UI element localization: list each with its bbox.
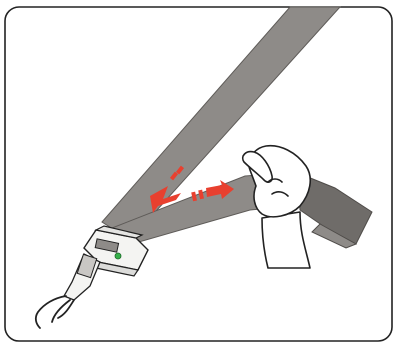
cord-loop xyxy=(34,295,75,329)
buckle-indicator xyxy=(114,252,122,260)
buckle-tongue xyxy=(63,253,101,301)
strap-free-end-face xyxy=(311,223,358,249)
hand xyxy=(241,144,312,269)
illustration-frame xyxy=(4,6,393,342)
arrow-down-left-icon xyxy=(150,165,185,213)
arrow-right-icon xyxy=(191,180,234,202)
